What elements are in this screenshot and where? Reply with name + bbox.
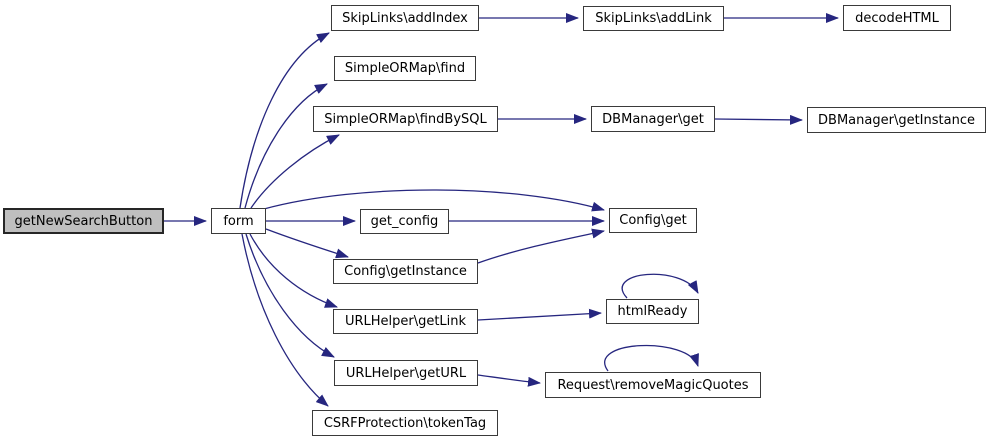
node-csrfprotection-tokentag[interactable]: CSRFProtection\tokenTag [312, 410, 498, 436]
node-form[interactable]: form [211, 208, 266, 234]
edge-urlhelper-geturl-to-request-removemagicquotes [477, 374, 541, 387]
node-skiplinks-addindex[interactable]: SkipLinks\addIndex [331, 5, 479, 31]
node-urlhelper-geturl[interactable]: URLHelper\getURL [334, 360, 478, 386]
node-simpleormap-find[interactable]: SimpleORMap\find [334, 56, 476, 81]
edge-request-removemagicquotes-self-loop [604, 344, 699, 372]
node-request-removemagicquotes[interactable]: Request\removeMagicQuotes [545, 372, 761, 398]
node-htmlready[interactable]: htmlReady [606, 299, 699, 324]
node-simpleormap-findbysql[interactable]: SimpleORMap\findBySQL [313, 106, 498, 132]
node-skiplinks-addlink[interactable]: SkipLinks\addLink [583, 6, 724, 31]
node-getnewsearchbutton: getNewSearchButton [3, 208, 164, 234]
edge-form-to-simpleormap-find [244, 83, 328, 209]
edge-form-to-simpleormap-findbysql [250, 134, 340, 209]
node-dbmanager-getinstance[interactable]: DBManager\getInstance [807, 107, 986, 133]
node-get-config[interactable]: get_config [360, 209, 449, 234]
edge-form-to-urlhelper-geturl [245, 233, 335, 358]
edge-urlhelper-getlink-to-htmlready [477, 308, 602, 321]
edge-config-getinstance-to-config-get [477, 228, 605, 264]
edge-htmlready-self-loop [621, 273, 699, 299]
edge-form-to-config-getinstance [265, 228, 349, 259]
edge-dbmanager-get-to-dbmanager-getinstance [714, 114, 803, 125]
node-urlhelper-getlink[interactable]: URLHelper\getLink [333, 309, 478, 334]
node-decodehtml[interactable]: decodeHTML [843, 5, 951, 31]
node-dbmanager-get[interactable]: DBManager\get [591, 106, 715, 132]
node-config-get[interactable]: Config\get [609, 208, 697, 233]
node-config-getinstance[interactable]: Config\getInstance [333, 259, 478, 284]
edge-form-to-config-get [263, 189, 605, 212]
edge-form-to-csrfprotection-tokentag [241, 233, 329, 407]
edge-form-to-urlhelper-getlink [249, 233, 338, 308]
